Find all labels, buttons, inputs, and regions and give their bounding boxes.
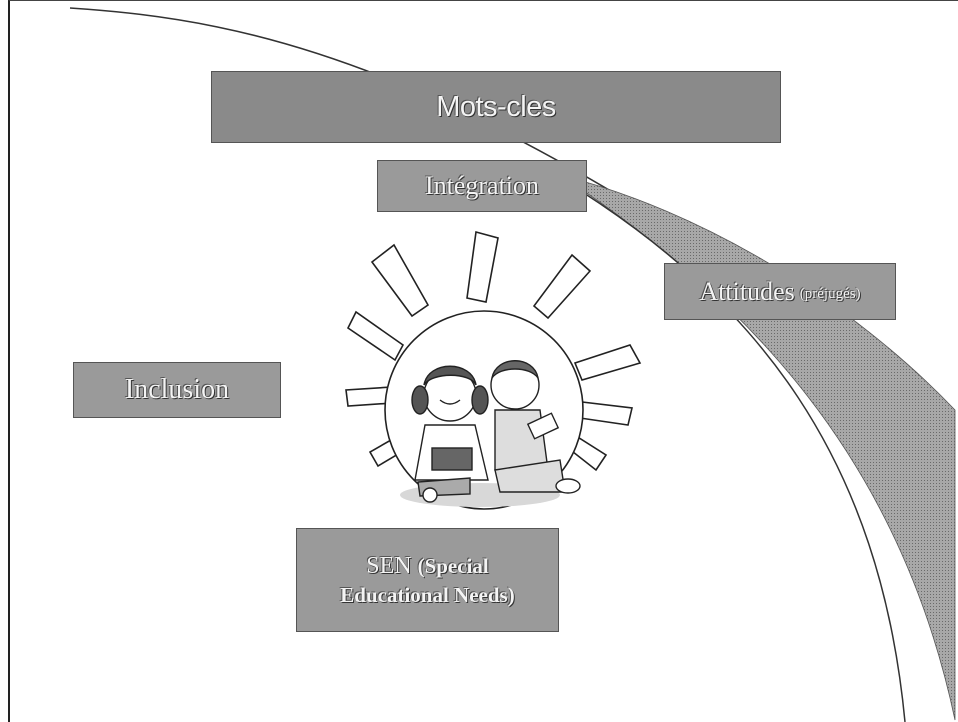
sun-emblem [345,230,642,510]
keyword-sen-line1: SEN (Special [366,551,489,582]
keyword-sen-expansion-end: Educational Needs) [340,582,515,607]
keyword-attitudes-note: (préjugés) [799,286,861,302]
slide-frame [8,0,958,722]
children-reading-illustration [400,360,581,507]
keyword-integration-label: Intégration [424,171,540,200]
keyword-sen-abbrev: SEN [366,552,412,579]
slide-title: Mots-cles [211,71,781,143]
sun-ray [346,310,405,362]
sun-ray [532,253,592,320]
sun-ray [466,230,499,303]
keyword-sen: SEN (Special Educational Needs) [296,528,559,632]
sun-ray [579,401,633,426]
swoosh-inner-curve [559,177,906,722]
keyword-attitudes-label: Attitudes [699,276,795,306]
swoosh-band [559,174,956,721]
sun-ray [370,243,430,318]
sun-ray [573,344,642,381]
keyword-attitudes: Attitudes (préjugés) [664,263,896,320]
keyword-inclusion-label: Inclusion [124,374,230,405]
slide-title-text: Mots-cles [436,90,556,123]
keyword-inclusion: Inclusion [73,362,281,418]
keyword-integration: Intégration [377,160,587,212]
keyword-sen-expansion-start: (Special [417,553,489,578]
